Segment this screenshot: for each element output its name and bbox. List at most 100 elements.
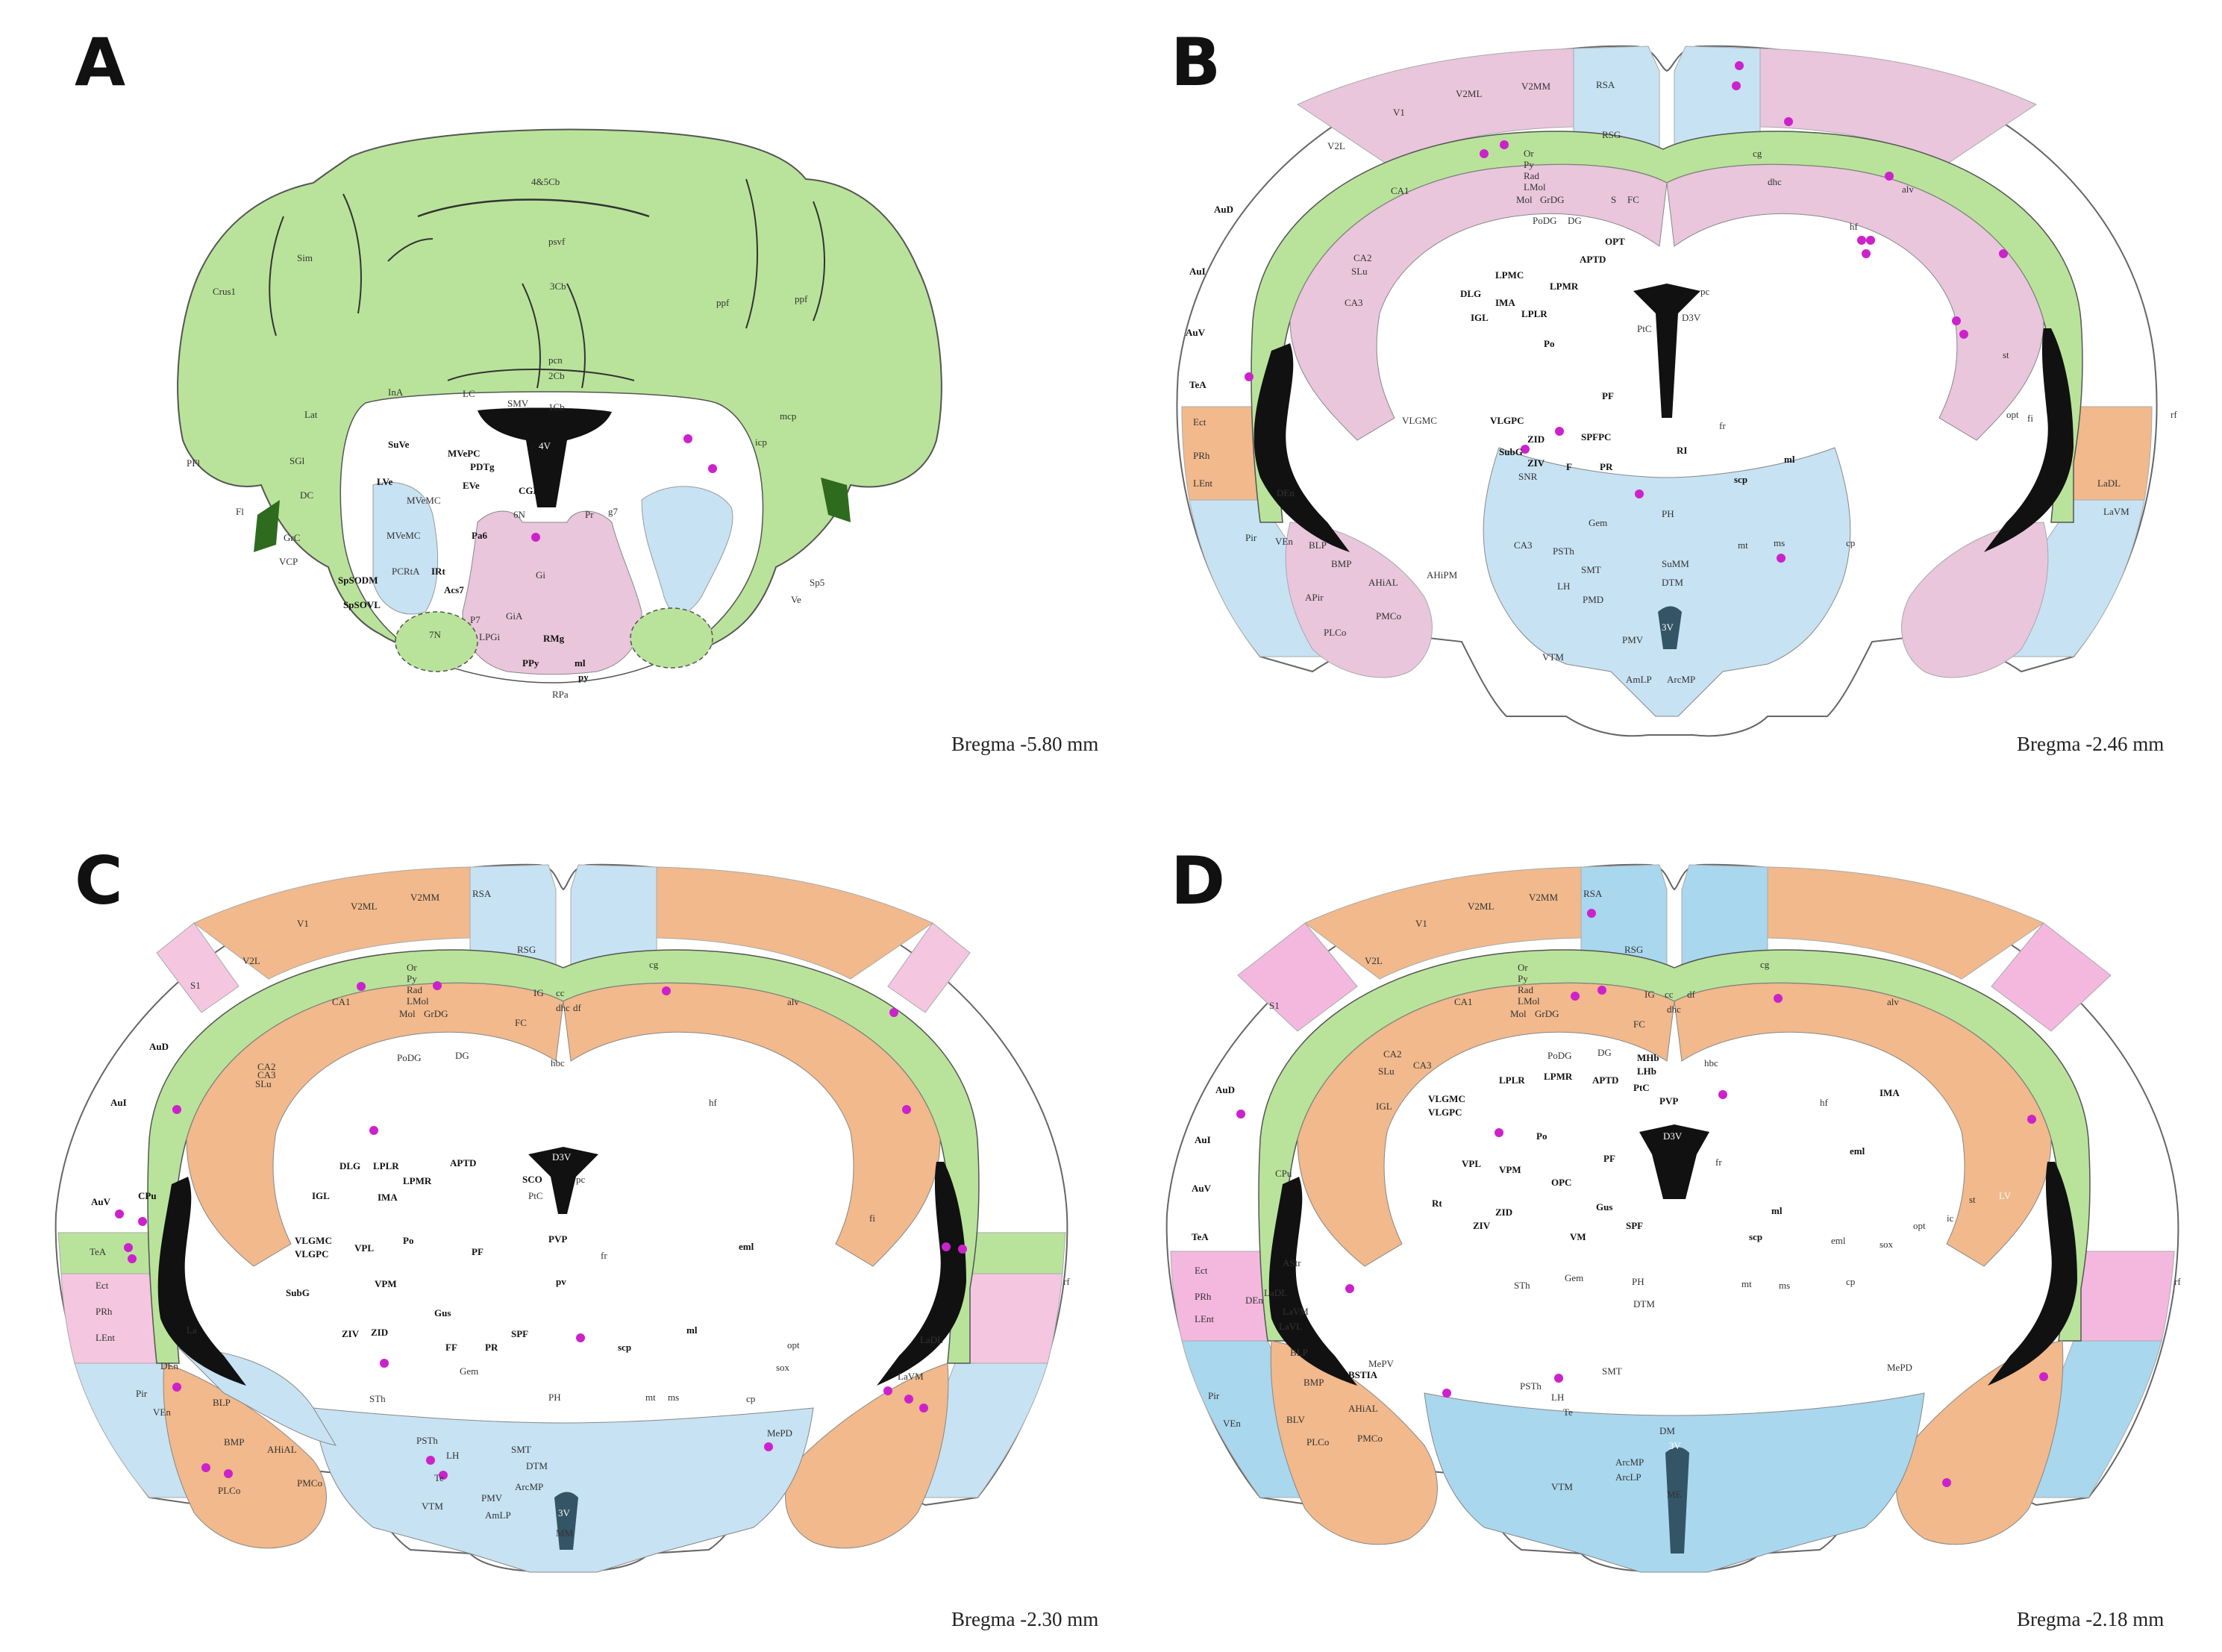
label: La <box>187 1324 197 1336</box>
label: Pir <box>1245 532 1257 543</box>
label: Po <box>403 1235 413 1246</box>
bregma-label: Bregma -5.80 mm <box>951 733 1099 755</box>
label: LHb <box>1637 1066 1656 1077</box>
label: SubG <box>1499 446 1523 457</box>
label: V2ML <box>1468 901 1494 912</box>
label: BMP <box>224 1436 244 1448</box>
label: ppf <box>716 297 730 308</box>
label: hbc <box>1704 1057 1718 1069</box>
label: PMCo <box>1376 610 1401 622</box>
label: DM <box>1659 1425 1675 1436</box>
label: SNR <box>1518 471 1538 482</box>
label: V2L <box>1365 955 1383 966</box>
brain-section-cerebellum: 4&5Cb psvf 3Cb Sim Crus1 pcn 2Cb ppf ppf… <box>177 128 942 700</box>
label: PR <box>485 1342 498 1353</box>
label: OPT <box>1605 236 1625 247</box>
label: SubG <box>286 1287 310 1298</box>
label: LPLR <box>373 1160 399 1171</box>
label: RSG <box>1602 129 1621 140</box>
label: AuI <box>110 1097 127 1108</box>
label: LPMR <box>1550 281 1579 292</box>
label: eml <box>1850 1145 1865 1157</box>
label: Mol <box>1516 194 1533 205</box>
label: VTM <box>422 1501 443 1512</box>
label: PSTh <box>1520 1380 1542 1392</box>
label: Ect <box>96 1280 109 1291</box>
hippocampus-right <box>1666 164 2044 441</box>
label: scp <box>618 1342 631 1353</box>
label: Rt <box>1432 1198 1442 1209</box>
label: PVP <box>1659 1095 1678 1107</box>
label: MePV <box>1368 1358 1395 1369</box>
label: AuV <box>1186 327 1206 338</box>
label: LPLR <box>1521 308 1547 319</box>
label: CA3 <box>257 1069 276 1080</box>
label: BMP <box>1304 1377 1324 1388</box>
label: PFl <box>187 457 200 469</box>
label: Py <box>1518 973 1528 984</box>
label: RSG <box>517 944 536 955</box>
label: Gem <box>1589 517 1607 528</box>
label: pcn <box>548 354 563 366</box>
label: Py <box>407 973 417 984</box>
label: GrDG <box>1535 1008 1559 1019</box>
label: BLP <box>213 1397 231 1408</box>
label: V1 <box>1393 107 1405 118</box>
label: DEn <box>1245 1295 1263 1306</box>
label: V2MM <box>1521 81 1550 92</box>
label: st <box>2003 349 2009 360</box>
label: PoDG <box>1533 215 1557 226</box>
label: AStr <box>1283 1257 1301 1268</box>
label: DG <box>1597 1047 1612 1058</box>
label: opt <box>787 1339 800 1351</box>
label: dhc <box>1667 1004 1681 1015</box>
label: BLP <box>1290 1347 1308 1358</box>
panel-d: D RSA V2MM V2ML V1 V2L <box>1111 826 2222 1652</box>
label: hf <box>1850 221 1859 232</box>
label: 6N <box>513 509 526 520</box>
label: VPM <box>1499 1164 1521 1175</box>
panel-b: B <box>1111 0 2222 826</box>
label: alv <box>1902 184 1914 195</box>
label: VLGPC <box>1428 1107 1462 1118</box>
label: Gi <box>536 569 545 581</box>
label: LMol <box>1524 181 1546 193</box>
label: Ect <box>1195 1265 1208 1276</box>
label: icp <box>755 437 767 448</box>
label: PRh <box>1195 1291 1212 1302</box>
label: VLGMC <box>295 1235 332 1246</box>
label: VLGPC <box>295 1248 329 1260</box>
label: LaDL <box>2097 478 2121 489</box>
label: alv <box>787 996 799 1007</box>
label: LaDL <box>1264 1287 1287 1298</box>
lateral-ventricle-left <box>1254 343 1350 552</box>
label: AHiAL <box>1348 1403 1378 1414</box>
label: STh <box>1514 1280 1530 1291</box>
label: pc <box>576 1174 586 1185</box>
label: ZID <box>371 1327 388 1338</box>
label: Mol <box>1510 1008 1527 1019</box>
label: LPMR <box>403 1175 432 1186</box>
label: PPy <box>522 657 539 669</box>
label: Pir <box>1208 1390 1220 1401</box>
label: mt <box>1738 539 1748 551</box>
visual-cortex-right <box>1759 48 2038 165</box>
label: LC <box>463 388 475 399</box>
label: TeA <box>1189 379 1207 390</box>
label: Po <box>1544 338 1554 349</box>
label: APTD <box>450 1157 476 1168</box>
label: mt <box>645 1392 656 1403</box>
label: V2L <box>1327 140 1345 151</box>
label: AuI <box>1189 266 1206 277</box>
label: Sim <box>297 252 313 263</box>
label: PoDG <box>397 1052 422 1063</box>
label: MePD <box>767 1427 792 1439</box>
label: hf <box>1820 1097 1829 1108</box>
label: Pa6 <box>472 530 487 541</box>
label: Or <box>407 962 417 973</box>
label: SLu <box>255 1078 272 1089</box>
label: cg <box>1753 148 1762 159</box>
label: Pir <box>136 1388 148 1399</box>
brain-section-coronal: RSA V2MM V2ML V1 V2L S1 RSG AuD AuI AuV … <box>1165 863 2181 1573</box>
label: RSA <box>1596 79 1615 90</box>
